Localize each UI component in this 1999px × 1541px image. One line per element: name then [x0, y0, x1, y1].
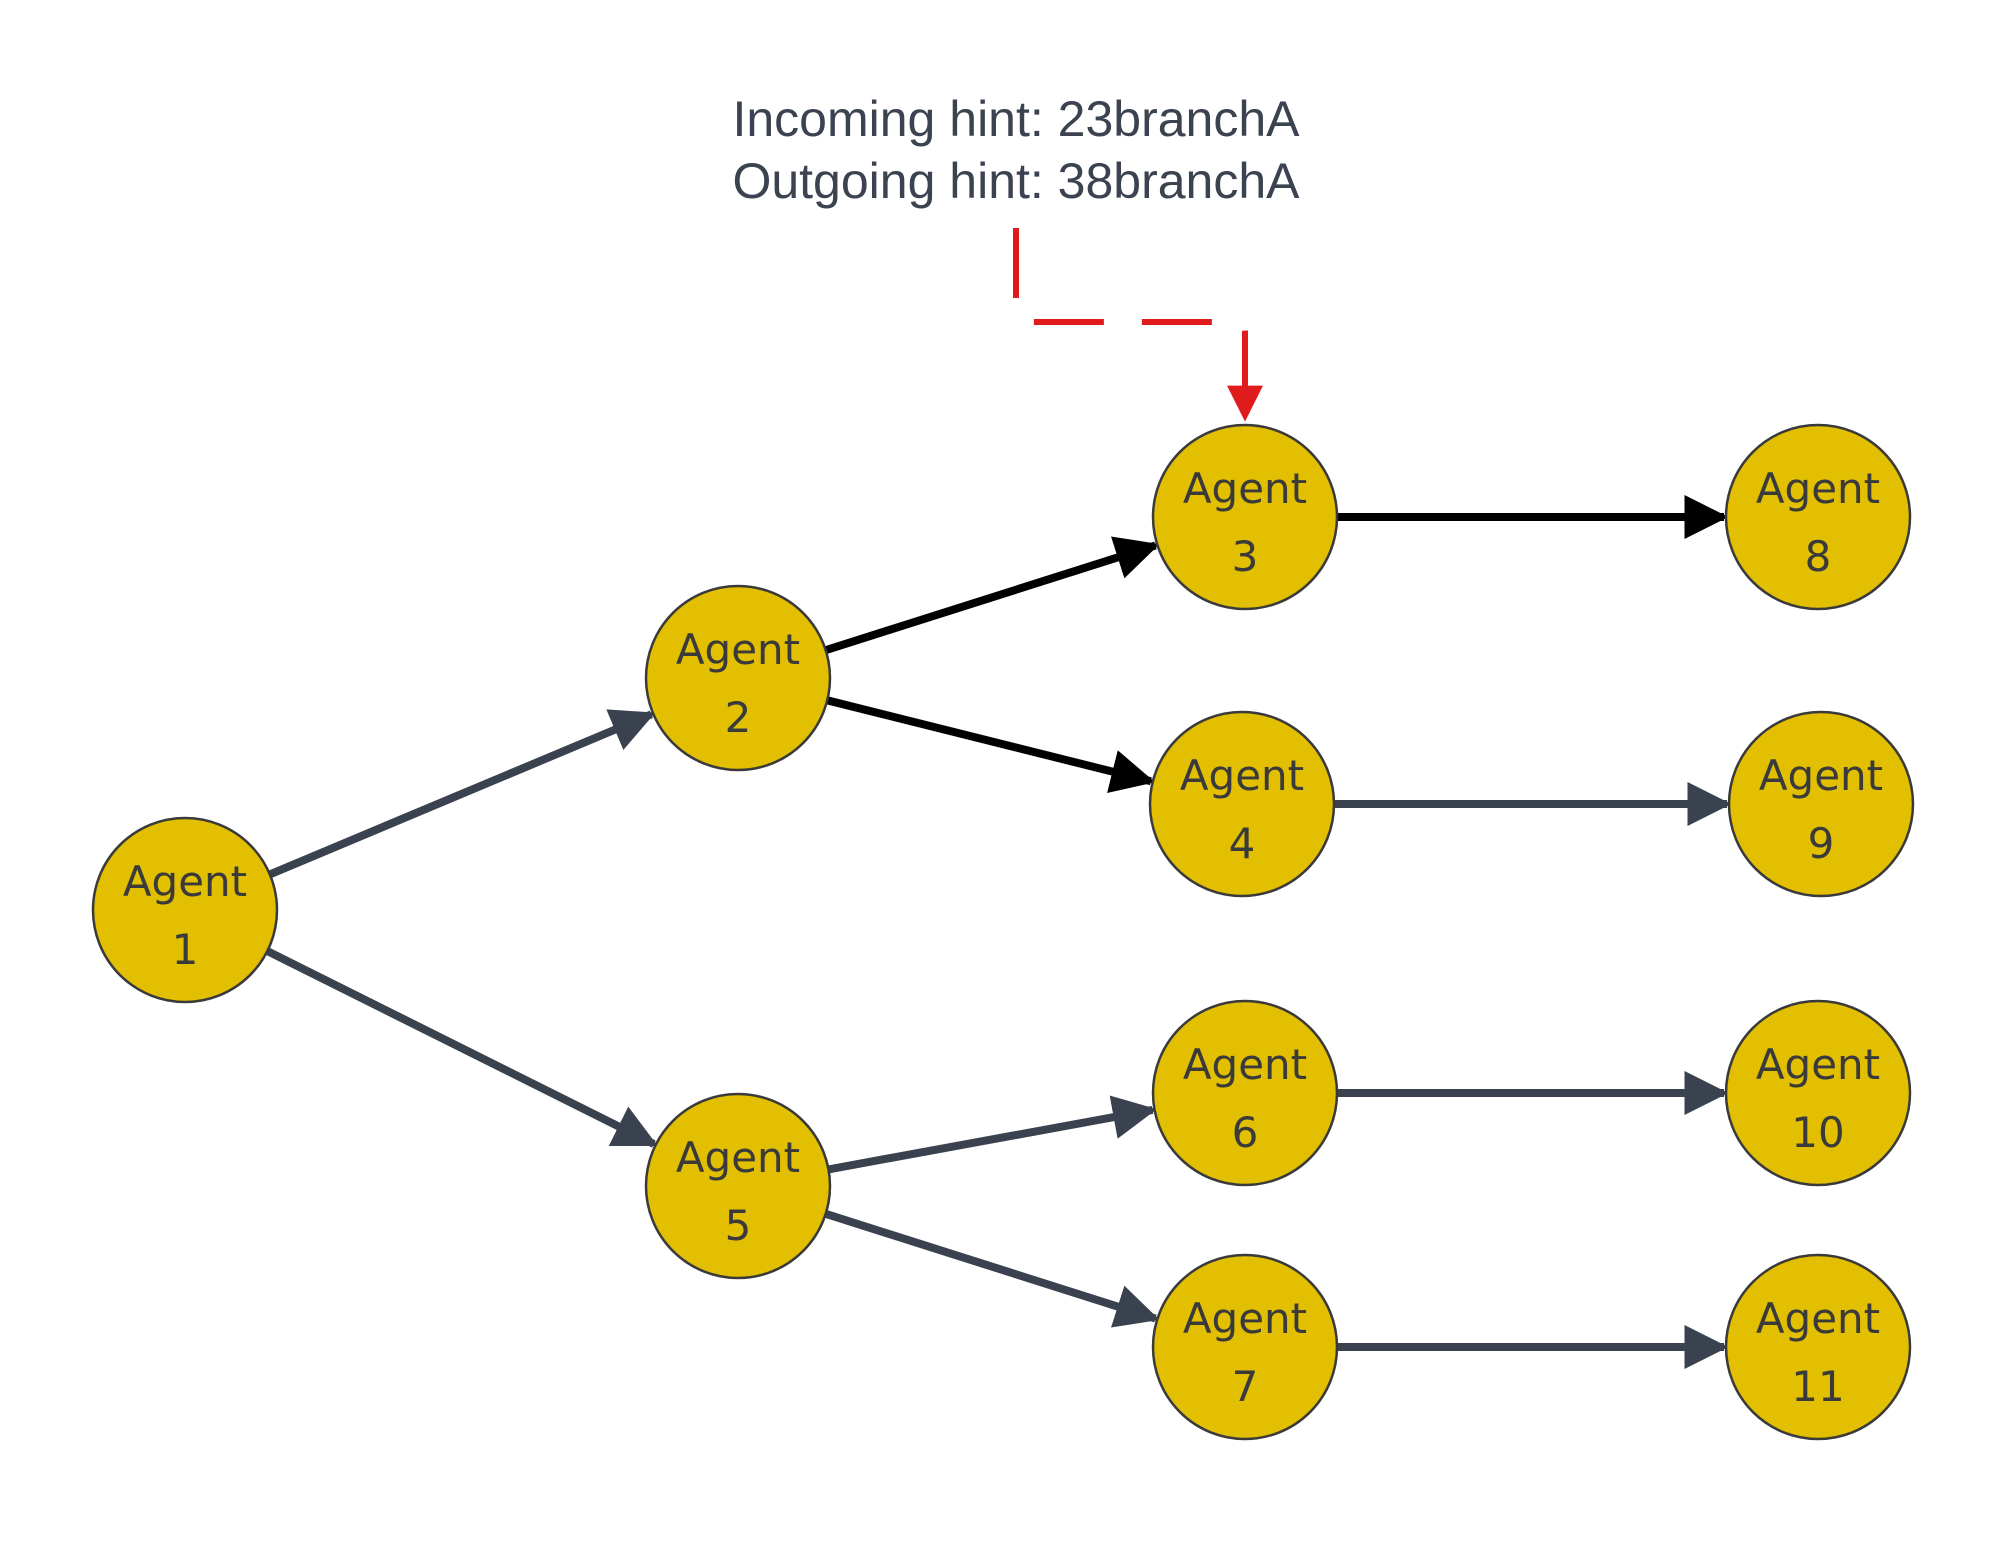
agent-node-5: Agent 5: [644, 1092, 832, 1280]
agent-node-1: Agent 1: [91, 816, 279, 1004]
agent-label-word: Agent: [1756, 1294, 1880, 1343]
agent-node-4: Agent 4: [1148, 710, 1336, 898]
agent-circle: [1727, 710, 1915, 898]
agent-circle: [1151, 1253, 1339, 1441]
agent-circle: [1151, 423, 1339, 611]
edge-5-to-6: [827, 1095, 1157, 1174]
agent-node-3: Agent 3: [1151, 423, 1339, 611]
agent-label-number: 2: [725, 693, 752, 742]
agent-label-number: 3: [1232, 532, 1259, 581]
agent-circle: [1724, 423, 1912, 611]
agent-label-number: 4: [1229, 819, 1256, 868]
agent-node-11: Agent 11: [1724, 1253, 1912, 1441]
agent-circle: [91, 816, 279, 1004]
agent-label-word: Agent: [1180, 751, 1304, 800]
edge-1-to-5: [265, 947, 658, 1148]
agent-node-2: Agent 2: [644, 584, 832, 772]
agent-node-10: Agent 10: [1724, 999, 1912, 1187]
agent-label-word: Agent: [1756, 464, 1880, 513]
agent-label-word: Agent: [1183, 1040, 1307, 1089]
edge-5-to-7: [824, 1210, 1160, 1328]
incoming-hint-text: Incoming hint: 23branchA: [732, 91, 1300, 147]
agent-circle: [644, 584, 832, 772]
agent-node-7: Agent 7: [1151, 1253, 1339, 1441]
agent-label-word: Agent: [676, 625, 800, 674]
agent-label-number: 6: [1232, 1108, 1259, 1157]
agent-circle: [1724, 1253, 1912, 1441]
agent-circle: [1724, 999, 1912, 1187]
agent-circle: [644, 1092, 832, 1280]
hint-annotation: Incoming hint: 23branchA Outgoing hint: …: [732, 91, 1300, 209]
agent-label-word: Agent: [1756, 1040, 1880, 1089]
agent-label-word: Agent: [676, 1133, 800, 1182]
agent-label-number: 9: [1808, 819, 1835, 868]
edge-2-to-4: [826, 696, 1156, 793]
agent-label-number: 10: [1791, 1108, 1844, 1157]
agent-label-number: 7: [1232, 1362, 1259, 1411]
agent-node-6: Agent 6: [1151, 999, 1339, 1187]
outgoing-hint-text: Outgoing hint: 38branchA: [732, 153, 1300, 209]
edges-layer: [265, 495, 1732, 1369]
agent-label-number: 11: [1791, 1362, 1844, 1411]
agent-label-number: 5: [725, 1201, 752, 1250]
nodes-layer: Agent1Agent2Agent3Agent4Agent5Agent6Agen…: [91, 423, 1915, 1441]
agent-label-number: 1: [172, 925, 199, 974]
edge-2-to-3: [824, 536, 1160, 654]
agent-circle: [1151, 999, 1339, 1187]
edge-1-to-2: [268, 709, 656, 879]
agent-label-word: Agent: [1759, 751, 1883, 800]
agent-label-word: Agent: [1183, 1294, 1307, 1343]
agent-circle: [1148, 710, 1336, 898]
agent-label-number: 8: [1805, 532, 1832, 581]
agent-node-8: Agent 8: [1724, 423, 1912, 611]
hint-dashed-arrow: [1013, 228, 1263, 422]
agent-node-9: Agent 9: [1727, 710, 1915, 898]
agent-label-word: Agent: [1183, 464, 1307, 513]
agent-label-word: Agent: [123, 857, 247, 906]
